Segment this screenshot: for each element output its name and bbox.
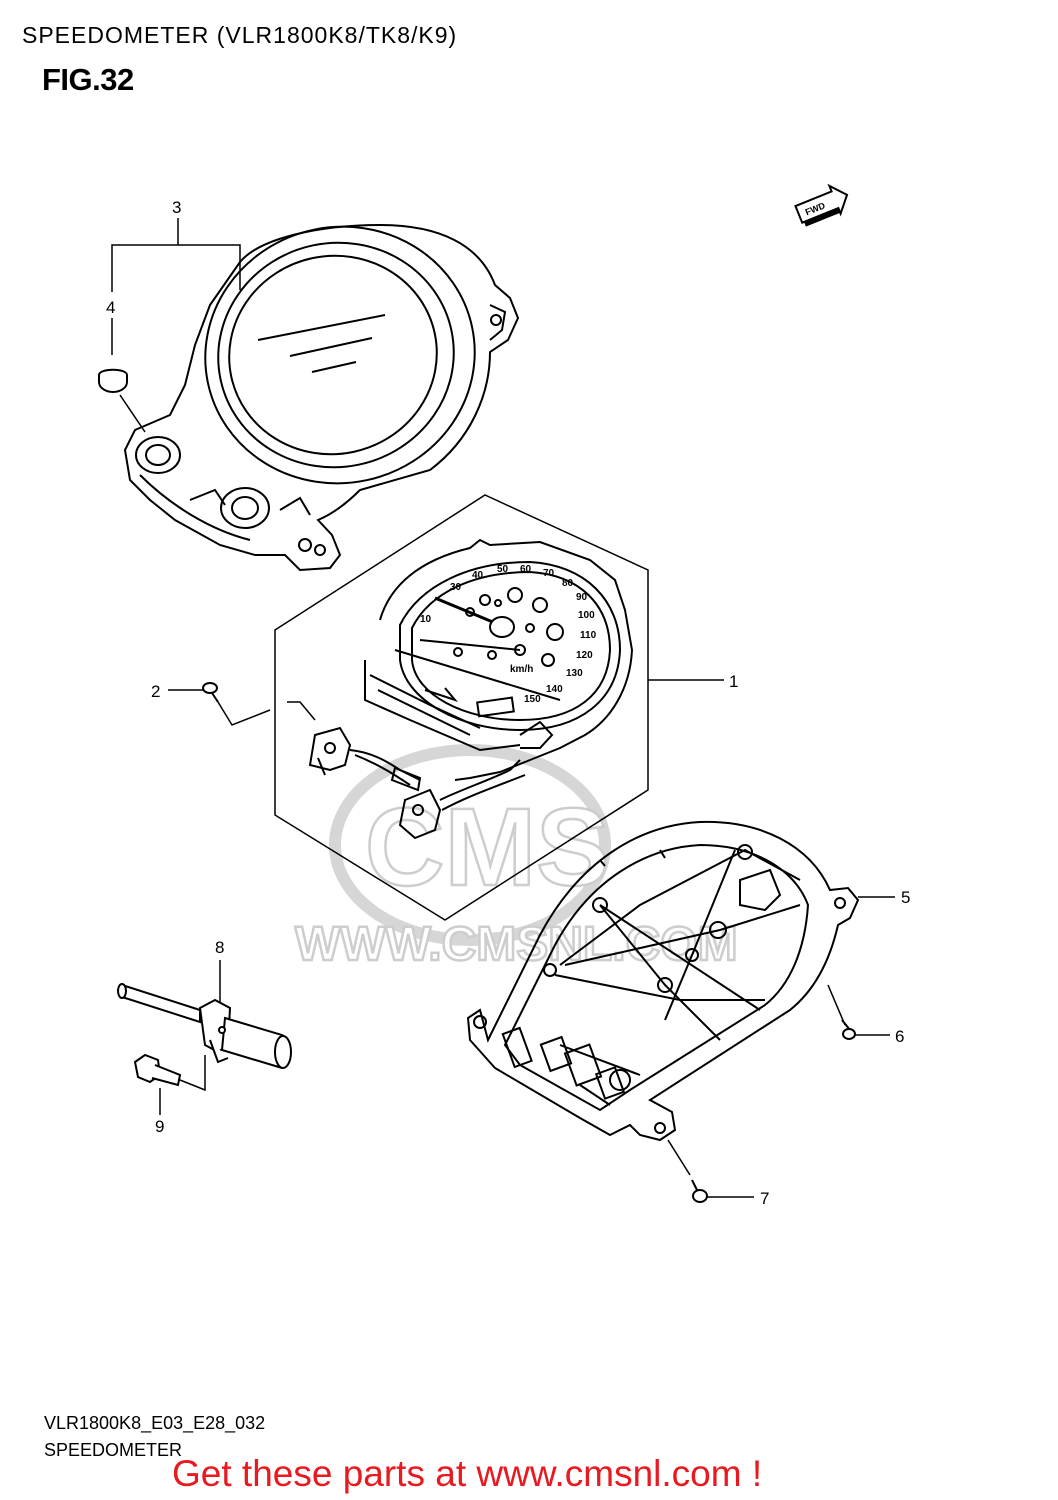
dial-label: 120 xyxy=(576,650,593,661)
dial-label: 70 xyxy=(543,568,555,579)
callout-4: 4 xyxy=(106,298,115,317)
dial-label: 80 xyxy=(562,578,574,589)
speedometer-case xyxy=(123,223,520,572)
dial-label: 130 xyxy=(566,668,583,679)
dial-label: 90 xyxy=(576,592,588,603)
screw-7 xyxy=(691,1179,708,1203)
callout-2: 2 xyxy=(151,682,160,701)
dial-label: 110 xyxy=(580,630,597,641)
dial-label: 40 xyxy=(472,570,484,581)
watermark: CMS WWW.CMSNL.COM xyxy=(294,744,739,972)
diagram-code: VLR1800K8_E03_E28_032 xyxy=(44,1413,266,1433)
dial-label: 30 xyxy=(450,582,462,593)
cushion xyxy=(98,368,146,433)
page-title: SPEEDOMETER (VLR1800K8/TK8/K9) xyxy=(22,22,458,48)
speedometer-assembly xyxy=(308,538,634,840)
screw-6 xyxy=(841,1019,856,1040)
assembly-outline xyxy=(274,494,649,921)
callout-3: 3 xyxy=(172,198,181,217)
dial-label: 140 xyxy=(546,684,563,695)
dial-label: 60 xyxy=(520,564,532,575)
callout-9: 9 xyxy=(155,1117,164,1136)
dial-label: 150 xyxy=(524,694,541,705)
dial-labels: 10 30 40 50 60 70 80 90 100 110 120 130 … xyxy=(420,564,597,705)
callout-8: 8 xyxy=(215,938,224,957)
diagram-name: SPEEDOMETER xyxy=(44,1440,183,1460)
figure-number: FIG.32 xyxy=(42,62,134,97)
bolt-9 xyxy=(133,1053,182,1087)
dial-label: 10 xyxy=(420,614,432,625)
dial-label: km/h xyxy=(510,664,533,675)
lower-case xyxy=(466,820,860,1142)
fwd-arrow-icon: FWD xyxy=(794,183,849,227)
speed-sensor xyxy=(117,983,292,1070)
watermark-url: WWW.CMSNL.COM xyxy=(295,918,738,971)
callout-1: 1 xyxy=(729,672,738,691)
dial-label: 50 xyxy=(497,564,509,575)
callout-5: 5 xyxy=(901,888,910,907)
watermark-logo: CMS xyxy=(365,786,609,909)
leader-lines xyxy=(111,218,895,1198)
parts-link[interactable]: Get these parts at www.cmsnl.com ! xyxy=(172,1453,763,1494)
screw-2 xyxy=(202,682,219,703)
callout-7: 7 xyxy=(760,1189,769,1208)
dial-label: 100 xyxy=(578,610,595,621)
callout-labels: 1 2 3 4 5 6 7 8 9 xyxy=(106,198,910,1208)
callout-6: 6 xyxy=(895,1027,904,1046)
